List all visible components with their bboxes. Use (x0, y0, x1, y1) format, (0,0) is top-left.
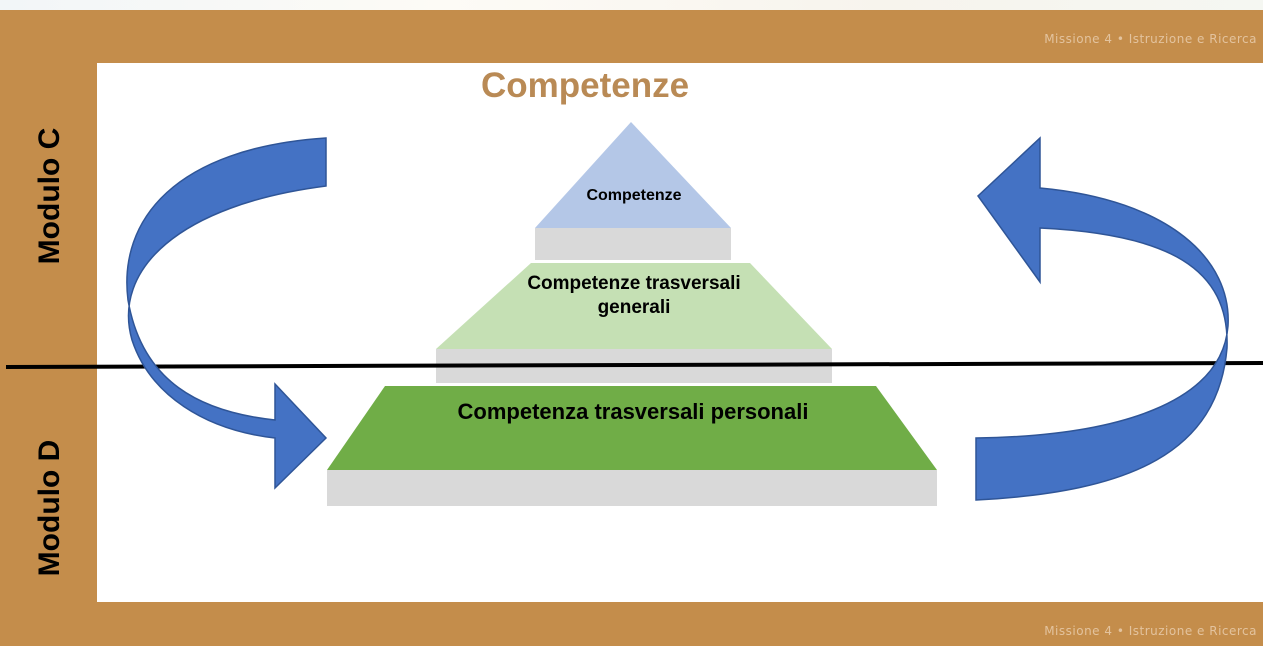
left-curved-arrow (126, 137, 328, 490)
diagram-title: Competenze (480, 66, 690, 105)
pyramid-tier-middle-label: Competenze trasversali generali (527, 273, 741, 318)
footer-mission-text: Missione 4 • Istruzione e Ricerca (1044, 624, 1257, 638)
pyramid-base-step-bottom (327, 470, 937, 506)
pyramid-tier-top (535, 122, 731, 228)
header-band: Missione 4 • Istruzione e Ricerca (0, 10, 1263, 63)
footer-band: Missione 4 • Istruzione e Ricerca (0, 602, 1263, 646)
pyramid-tier-bottom (327, 386, 937, 470)
module-divider-line (5, 361, 1263, 369)
pyramid-tier-middle (436, 263, 832, 349)
pyramid-tier-top-label: Competenze (586, 187, 682, 204)
left-module-bar (0, 63, 97, 602)
top-decorative-strip (0, 0, 1263, 10)
right-curved-arrow (975, 136, 1229, 501)
pyramid-tier-bottom-label: Competenza trasversali personali (457, 399, 809, 424)
header-mission-text: Missione 4 • Istruzione e Ricerca (1044, 32, 1257, 46)
pyramid-base-step-top (535, 228, 731, 260)
